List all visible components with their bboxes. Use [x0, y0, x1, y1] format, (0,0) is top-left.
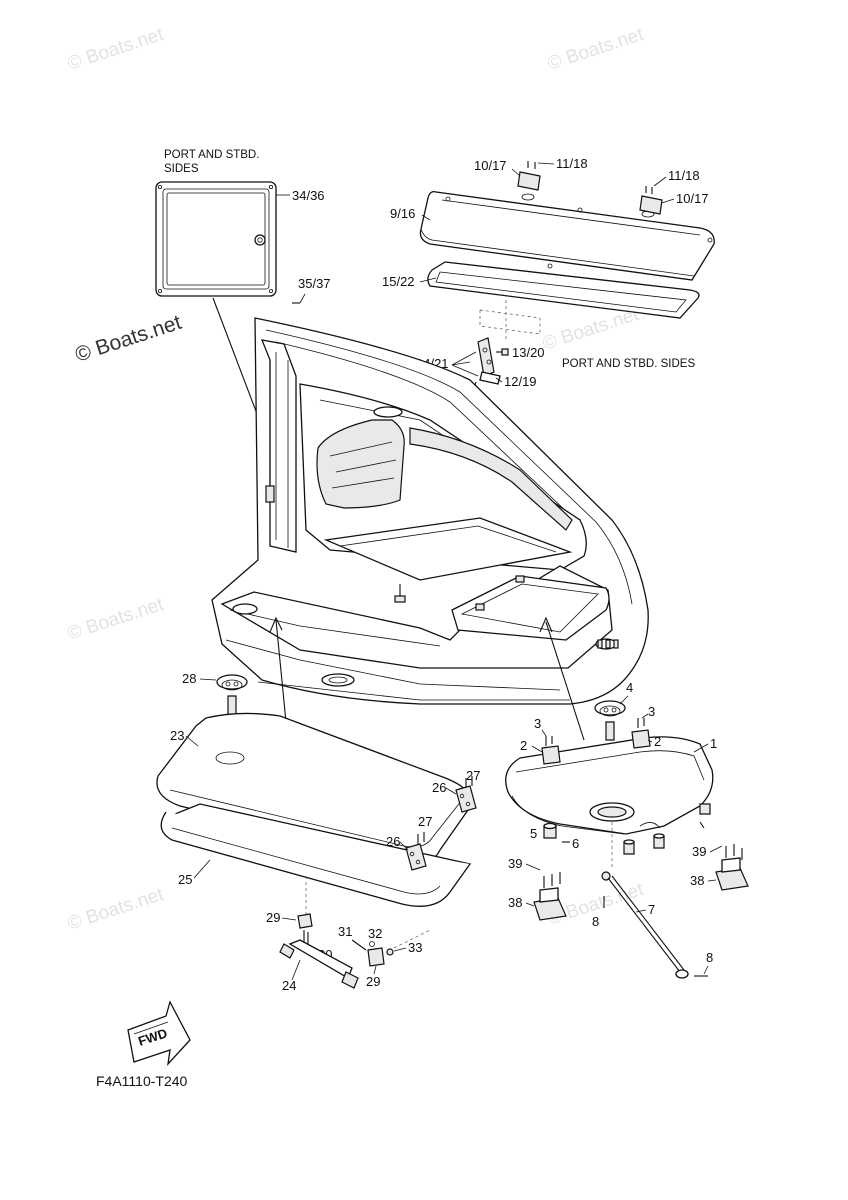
callout: 10/17: [676, 191, 709, 206]
callout: 35/37: [298, 276, 331, 291]
callout: 32: [368, 926, 382, 941]
door-note-line1: PORT AND STBD.: [164, 149, 259, 161]
watermark-prominent: © Boats.net: [72, 311, 184, 367]
callout: 25: [178, 872, 192, 887]
callout: 2: [520, 738, 527, 753]
callout: 27: [466, 768, 480, 783]
tray-assembly: 4 1 2 3 2 3 5 6: [505, 616, 749, 979]
watermark: © Boats.net: [65, 884, 167, 935]
callout: 3: [534, 716, 541, 731]
lower-cover-assembly: 28 23 25 26 27 26 27 29: [156, 616, 480, 993]
watermark: © Boats.net: [65, 594, 167, 645]
access-door: PORT AND STBD. SIDES 34/36 35/37: [155, 149, 331, 432]
callout: 38: [690, 873, 704, 888]
hinge-note: PORT AND STBD. SIDES: [562, 358, 695, 370]
watermark: © Boats.net: [545, 24, 647, 75]
callout: 11/18: [668, 168, 700, 183]
callout: 12/19: [504, 374, 537, 389]
callout: 29: [366, 974, 380, 989]
watermark: © Boats.net: [65, 24, 167, 75]
callout: 5: [530, 826, 537, 841]
hatch-lid-assembly: 10/17 11/18 11/18 10/17 9/16 15/22: [382, 156, 715, 319]
callout: 34/36: [292, 188, 325, 203]
fwd-arrow-icon: FWD: [127, 1000, 191, 1066]
callout: 1: [710, 736, 717, 751]
callout: 39: [692, 844, 706, 859]
callout: 29: [266, 910, 280, 925]
callout: 28: [182, 671, 196, 686]
callout: 27: [418, 814, 432, 829]
callout: 38: [508, 895, 522, 910]
callout: 13/20: [512, 345, 545, 360]
hull-body: [211, 317, 649, 705]
callout: 4: [626, 680, 633, 695]
callout: 26: [386, 834, 400, 849]
callout: 11/18: [556, 156, 588, 171]
callout: 26: [432, 780, 446, 795]
door-note-line2: SIDES: [164, 163, 199, 175]
callout: 9/16: [390, 206, 415, 221]
callout: 8: [706, 950, 713, 965]
callout: 39: [508, 856, 522, 871]
callout: 2: [654, 734, 661, 749]
callout: 7: [648, 902, 655, 917]
diagram-code: F4A1110-T240: [96, 1073, 188, 1089]
callout: 15/22: [382, 274, 415, 289]
callout: 10/17: [474, 158, 507, 173]
callout: 3: [648, 704, 655, 719]
callout: 24: [282, 978, 296, 993]
callout: 23: [170, 728, 184, 743]
callout: 8: [592, 914, 599, 929]
callout: 33: [408, 940, 422, 955]
callout: 6: [572, 836, 579, 851]
callout: 31: [338, 924, 352, 939]
